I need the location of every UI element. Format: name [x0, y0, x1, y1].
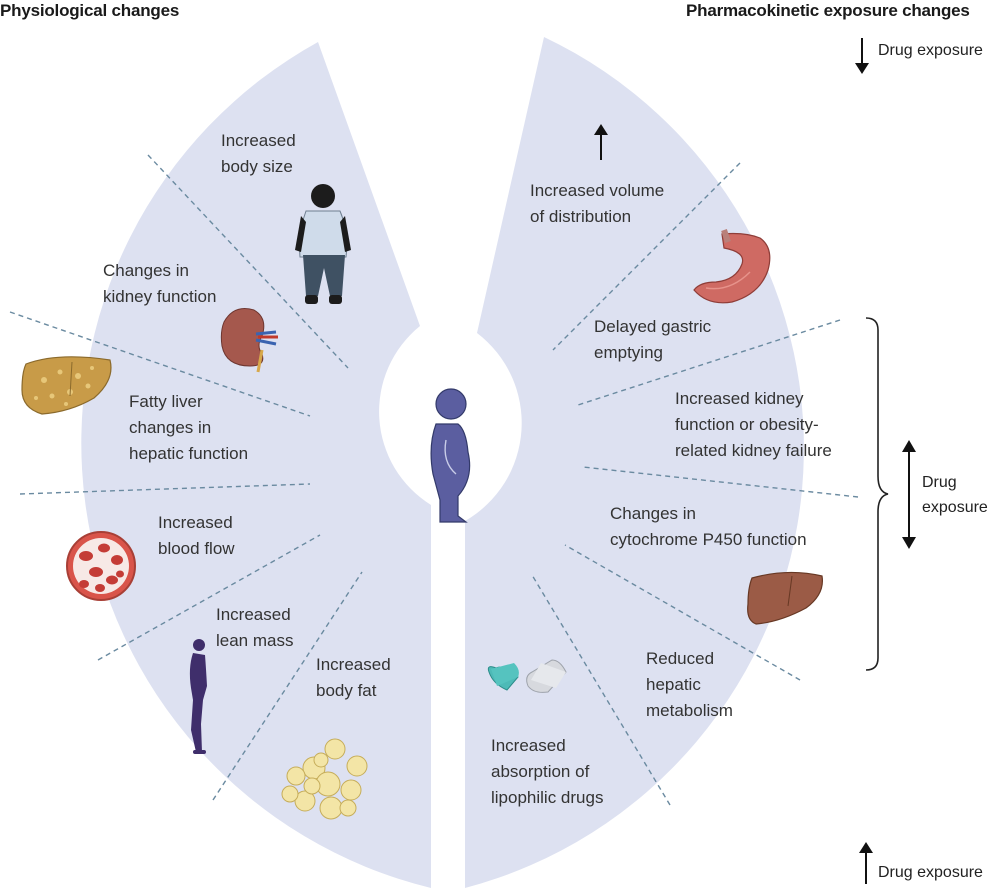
arrow-up-icon [594, 124, 608, 160]
legend-drug-exposure-up: Drug exposure [878, 864, 983, 881]
stomach-icon [693, 229, 771, 304]
physiological-heading: Physiological changes [0, 1, 180, 20]
pharmacokinetic-heading: Pharmacokinetic exposure changes [686, 1, 970, 20]
arrow-up-icon [859, 842, 873, 884]
fat-cells-icon [281, 738, 368, 820]
fatty-liver-icon [21, 356, 112, 415]
brace-icon [865, 317, 889, 671]
legend-drug-exposure-down: Drug exposure [878, 42, 983, 59]
arrow-updown-icon [902, 440, 916, 549]
physiological-dividers [9, 154, 363, 801]
person-silhouette-icon [430, 388, 471, 523]
kidney-icon [220, 308, 278, 373]
liver-icon [747, 571, 824, 625]
legend-drug-exposure-side-1: Drug [922, 474, 957, 491]
person-lean-body-icon [189, 639, 207, 754]
blood-vessel-icon [66, 531, 136, 601]
person-large-body-icon [295, 184, 351, 304]
pharmacokinetic-dividers [531, 162, 859, 806]
legend-drug-exposure-side-2: exposure [922, 499, 988, 516]
arrow-down-icon [855, 38, 869, 74]
capsule-pills-icon [487, 659, 567, 693]
